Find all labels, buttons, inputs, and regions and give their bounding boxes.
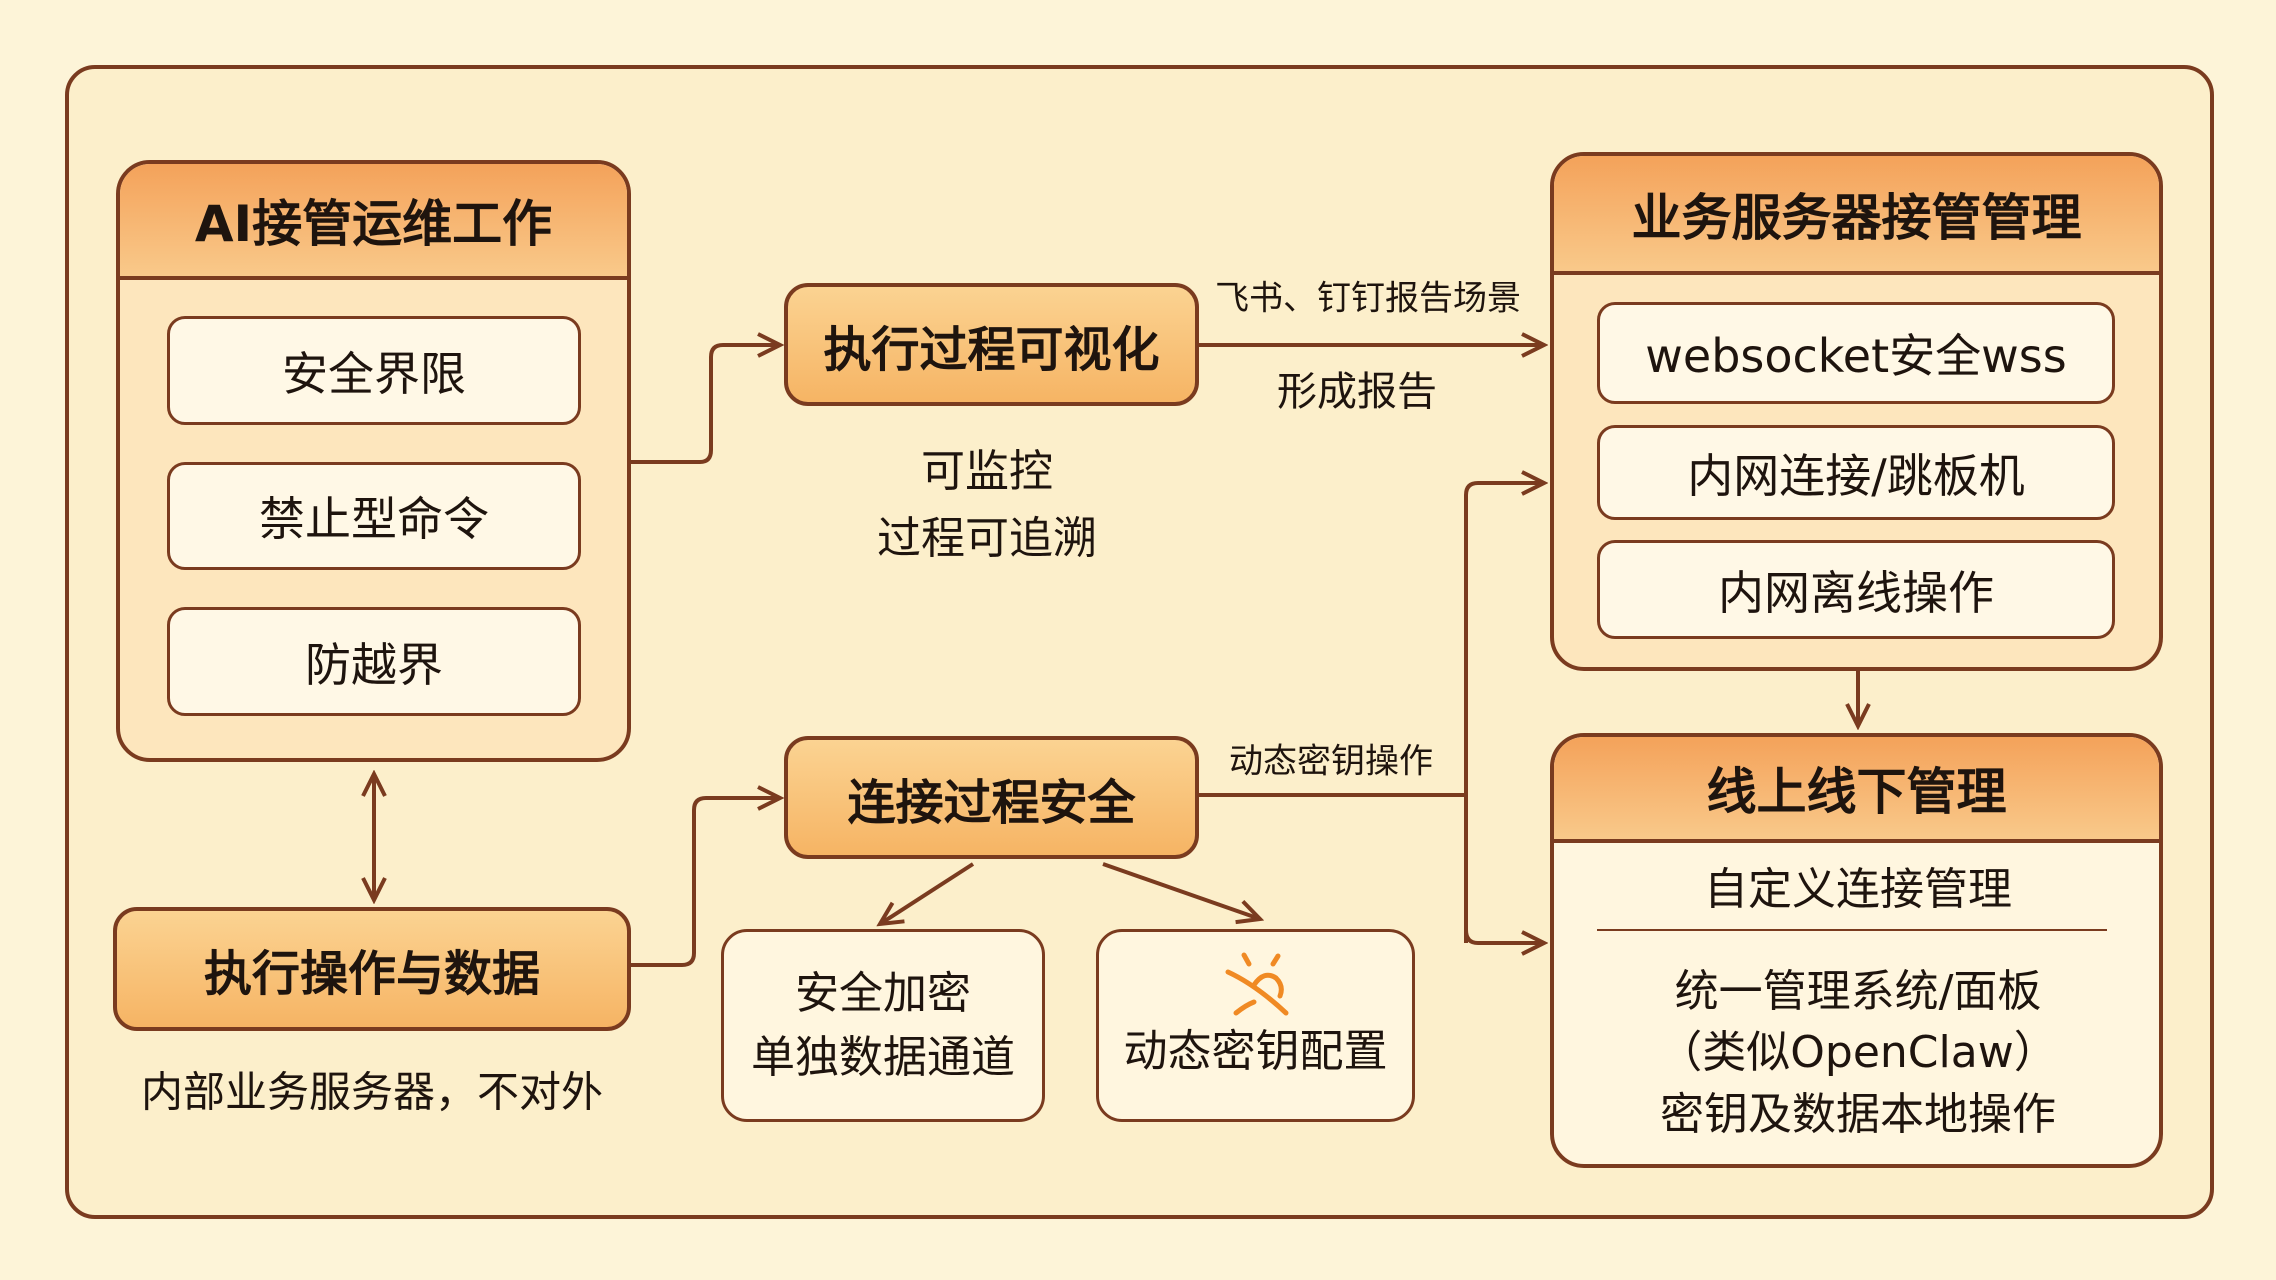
list-item: 内网连接/跳板机	[1597, 425, 2115, 520]
arrow-label-report-scene: 飞书、钉钉报告场景	[1215, 278, 1521, 319]
dynamic-key-box: 动态密钥配置	[1096, 929, 1415, 1122]
panel-title: 线上线下管理	[1554, 737, 2159, 843]
note-monitor: 可监控	[921, 446, 1053, 497]
arrow-to-encrypt	[880, 862, 975, 924]
panel-title: 业务服务器接管管理	[1554, 156, 2159, 275]
list-item: 禁止型命令	[167, 462, 581, 570]
arrow-left-to-visual	[631, 345, 780, 464]
arrow-to-key	[1102, 862, 1260, 919]
list-item: websocket安全wss	[1597, 302, 2115, 404]
online-offline-panel: 线上线下管理	[1550, 733, 2163, 1168]
list-item: 安全界限	[167, 316, 581, 425]
panel-title: AI接管运维工作	[120, 164, 627, 280]
arrow-ops-to-secure	[631, 798, 780, 967]
divider	[1597, 929, 2107, 931]
crossed-sun-icon	[1225, 952, 1288, 1016]
arrow-label-report: 形成报告	[1277, 369, 1437, 415]
note-traceable: 过程可追溯	[877, 513, 1097, 564]
exec-ops-caption: 内部业务服务器，不对外	[140, 1067, 604, 1117]
encryption-line: 安全加密	[795, 967, 971, 1019]
dynamic-key-label: 动态密钥配置	[1123, 1026, 1388, 1077]
online-line: 密钥及数据本地操作	[1660, 1089, 2056, 1140]
arrow-to-server	[1464, 483, 1544, 943]
list-item: 防越界	[167, 607, 581, 716]
exec-ops-box: 执行操作与数据	[113, 907, 631, 1031]
custom-connection-text: 自定义连接管理	[1704, 864, 2012, 915]
secure-connection-box: 连接过程安全	[784, 736, 1199, 859]
online-line: （类似OpenClaw）	[1658, 1027, 2058, 1078]
online-line: 统一管理系统/面板	[1674, 966, 2042, 1017]
arrow-label-dynamic-key: 动态密钥操作	[1229, 741, 1433, 782]
encryption-box: 安全加密 单独数据通道	[721, 929, 1045, 1122]
encryption-line: 单独数据通道	[751, 1031, 1015, 1083]
arrow-to-online	[1464, 929, 1544, 943]
visualization-box: 执行过程可视化	[784, 283, 1199, 406]
list-item: 内网离线操作	[1597, 540, 2115, 639]
